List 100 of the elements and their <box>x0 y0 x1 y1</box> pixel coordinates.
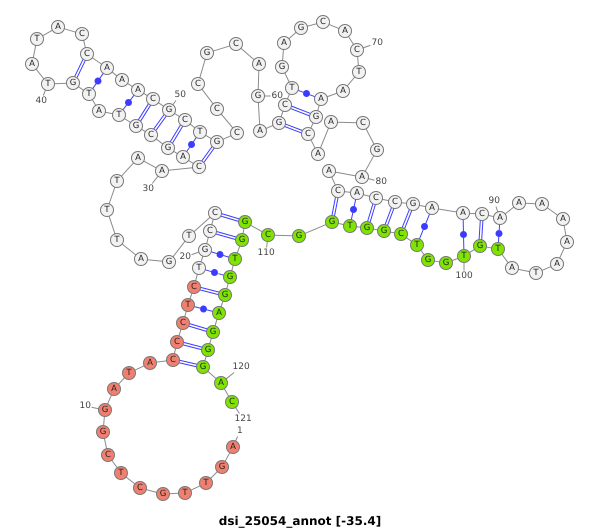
base-letter: G <box>102 406 108 414</box>
base-letter: A <box>281 39 287 47</box>
base-letter: A <box>256 60 262 68</box>
backbone-line <box>326 92 338 98</box>
base-letter: T <box>289 84 295 92</box>
base-letter: T <box>114 236 120 244</box>
backbone-line <box>220 114 234 128</box>
base-letter: A <box>119 76 125 84</box>
backbone-line <box>320 128 330 148</box>
backbone-line <box>364 155 374 172</box>
nucleotide-circle <box>110 233 124 247</box>
base-letter: A <box>96 107 102 115</box>
base-pair-line <box>138 103 152 122</box>
backbone-line <box>288 32 297 40</box>
nucleotide-circle <box>162 255 176 269</box>
nucleotide-circle <box>100 203 114 217</box>
backbone-line <box>564 224 566 236</box>
base-letter: G <box>202 246 208 254</box>
nucleotide-circle <box>196 360 210 374</box>
base-letter: T <box>126 369 132 377</box>
nucleotide-circle <box>394 227 408 241</box>
base-letter: C <box>305 130 311 138</box>
base-letter: A <box>257 127 263 135</box>
backbone-line <box>169 492 179 494</box>
base-letter: G <box>218 463 226 471</box>
base-letter: C <box>214 105 220 113</box>
backbone-line <box>274 234 293 236</box>
base-pair-line <box>204 269 224 276</box>
backbone-line <box>310 139 316 149</box>
base-letter: G <box>204 49 210 57</box>
backbone-line <box>525 202 536 204</box>
nucleotide-circle <box>360 221 374 235</box>
base-letter: G <box>200 363 206 371</box>
nucleotide-circle <box>214 376 228 390</box>
backbone-line <box>250 224 263 232</box>
backbone-line <box>504 206 514 214</box>
nucleotide-circle <box>410 238 424 252</box>
base-letter: C <box>170 356 176 364</box>
base-letter: T <box>461 252 467 260</box>
backbone-line <box>284 72 290 83</box>
backbone-line <box>546 207 558 216</box>
base-letter: C <box>207 227 213 235</box>
nucleotide-circle <box>356 116 370 130</box>
backbone-line <box>156 360 168 363</box>
backbone-line <box>334 172 356 176</box>
nucleotide-circle <box>229 37 243 51</box>
backbone-line <box>92 57 102 65</box>
nucleotide-circle <box>212 306 226 320</box>
nucleotide-circle <box>166 353 180 367</box>
nucleotide-circle <box>294 21 308 35</box>
nucleotide-circle <box>114 466 128 480</box>
nucleotide-circle <box>301 127 315 141</box>
backbone-line <box>172 240 186 258</box>
nucleotide-circle <box>100 61 114 75</box>
nucleotide-circle <box>251 89 265 103</box>
base-letter: C <box>148 131 154 139</box>
backbone-line <box>541 266 552 271</box>
base-pair-line <box>220 213 240 222</box>
position-number: 40 <box>36 96 47 106</box>
nucleotide-circle <box>331 184 345 198</box>
nucleotide-circle <box>182 229 196 243</box>
base-letter: C <box>212 209 218 217</box>
base-letter: C <box>320 18 326 26</box>
base-letter: T <box>414 241 420 249</box>
base-letter: A <box>135 154 141 162</box>
base-letter: G <box>238 236 246 244</box>
nucleotide-circle <box>92 104 106 118</box>
base-letter: G <box>204 346 212 354</box>
nucleotide-circle <box>316 15 330 29</box>
backbone-line <box>328 24 340 30</box>
base-letter: C <box>84 50 90 58</box>
nucleotide-circle <box>200 46 214 60</box>
base-pair-line <box>460 219 467 250</box>
leader-line <box>362 44 371 48</box>
base-letter: G <box>254 92 262 100</box>
base-pair-line <box>194 306 214 312</box>
nucleotide-circle <box>178 113 192 127</box>
base-letter: A <box>554 260 560 268</box>
nucleotide-circle <box>292 229 306 243</box>
base-letter: G <box>226 273 234 281</box>
nucleotide-circle <box>324 115 338 129</box>
nucleotide-circle <box>491 242 505 256</box>
base-letter: A <box>497 214 503 222</box>
base-letter: A <box>218 379 224 387</box>
nucleotide-circle <box>512 196 526 210</box>
base-pair-line <box>350 198 357 220</box>
base-pair-line <box>496 224 502 244</box>
nucleotide-circle <box>193 125 207 139</box>
nucleotide-circle <box>529 266 543 280</box>
nucleotide-circle <box>493 211 507 225</box>
base-letter: T <box>347 222 353 230</box>
position-number: 90 <box>488 196 500 206</box>
nucleotide-circle <box>112 108 126 122</box>
base-letter: G <box>442 259 450 267</box>
backbone-line <box>134 365 145 371</box>
base-letter: T <box>203 479 209 487</box>
base-pair-line <box>384 207 394 226</box>
base-pair-line <box>298 90 316 98</box>
position-number: 121 <box>234 414 252 424</box>
base-letter: T <box>186 232 192 240</box>
